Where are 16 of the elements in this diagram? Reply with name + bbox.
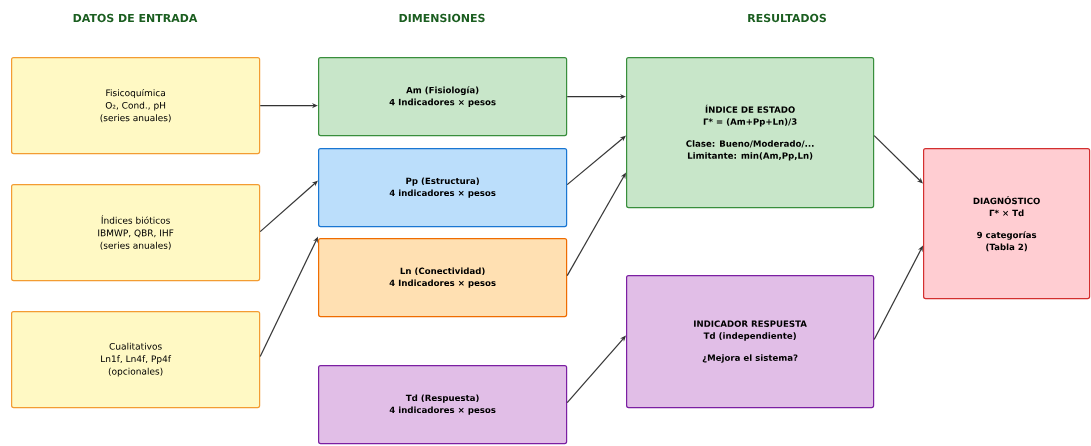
process-box: DIAGNÓSTICO Γ* × Td 9 categorías (Tabla 2)	[923, 148, 1091, 300]
column-heading: DATOS DE ENTRADA	[73, 13, 198, 23]
process-box: Td (Respuesta) 4 indicadores × pesos	[318, 365, 568, 445]
process-box: Fisicoquímica O₂, Cond., pH (series anuales)	[11, 57, 261, 155]
process-box: Índices bióticos IBMWP, QBR, IHF (series anuales)	[11, 184, 261, 282]
arrow	[873, 135, 923, 184]
process-box: Pp (Estructura) 4 indicadores × pesos	[318, 148, 568, 228]
process-box: Ln (Conectividad) 4 Indicadores × pesos	[318, 238, 568, 318]
process-box: Am (Fisiología) 4 Indicadores × pesos	[318, 57, 568, 137]
arrow	[566, 135, 626, 186]
process-box: ÍNDICE DE ESTADO Γ* = (Am+Pp+Ln)/3 Clase: Bueno/Moderado/... Limitante: min(Am,Pp,Ln)	[626, 57, 875, 209]
process-box: INDICADOR RESPUESTA Td (independiente) ¿Mejora el sistema?	[626, 275, 875, 409]
column-heading: DIMENSIONES	[399, 13, 485, 23]
process-box: Cualitativos Ln1f, Ln4f, Pp4f (opcionales)	[11, 311, 261, 409]
column-heading: RESULTADOS	[748, 13, 826, 23]
arrow	[259, 180, 318, 233]
